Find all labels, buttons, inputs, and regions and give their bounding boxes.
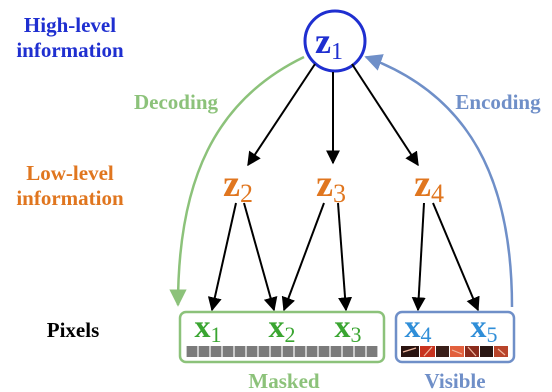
masked-label: Masked [248,369,319,392]
x4-node-label: x4 [405,308,432,347]
masked-patch [270,346,282,357]
edge-z1-z2 [247,63,316,167]
visible-patch-3 [436,346,449,357]
masked-patch [258,346,270,357]
edge-z2-x1 [207,202,237,312]
masked-patch [246,346,258,357]
decoding-label: Decoding [134,90,219,114]
edge-z4-x4 [411,202,426,312]
visible-patch-1 [401,346,419,357]
visible-patch-6 [480,346,493,357]
encoding-label: Encoding [455,90,541,114]
edge-z3-x2 [281,202,325,312]
masked-patch [210,346,222,357]
encoding-arrow [364,54,514,308]
visible-patch-strip [401,346,508,357]
masked-patch [186,346,198,357]
decoding-arrow [169,55,305,307]
pixels-label: Pixels [47,318,100,342]
masked-patch [234,346,246,357]
masked-patch-strip [186,346,378,357]
z4-node-label: z4 [414,163,444,208]
masked-patch [282,346,294,357]
z3-node-label: z3 [316,163,346,208]
x2-node-label: x2 [269,308,296,347]
x1-node-label: x1 [195,308,222,347]
edge-z1-z4 [351,63,419,167]
masked-patch [198,346,210,357]
edge-z2-x2 [243,202,278,312]
visible-label: Visible [424,369,485,392]
masked-patch [342,346,354,357]
masked-patch [306,346,318,357]
masked-patch [294,346,306,357]
z2-node-label: z2 [223,163,253,208]
x5-node-label: x5 [471,308,498,347]
masked-patch [354,346,366,357]
high-level-label-line2: information [16,38,124,62]
low-level-label-line1: Low-level [26,161,114,185]
masked-patch [366,346,378,357]
masked-patch [222,346,234,357]
z1-node-circle [303,9,367,73]
masked-patch [318,346,330,357]
high-level-label-line1: High-level [24,13,116,37]
x3-node-label: x3 [335,308,362,347]
edge-z4-x5 [432,202,480,312]
masked-patch [330,346,342,357]
low-level-label-line2: information [16,186,124,210]
z1-node-label: z1 [315,21,343,65]
edge-z3-x3 [337,202,353,312]
